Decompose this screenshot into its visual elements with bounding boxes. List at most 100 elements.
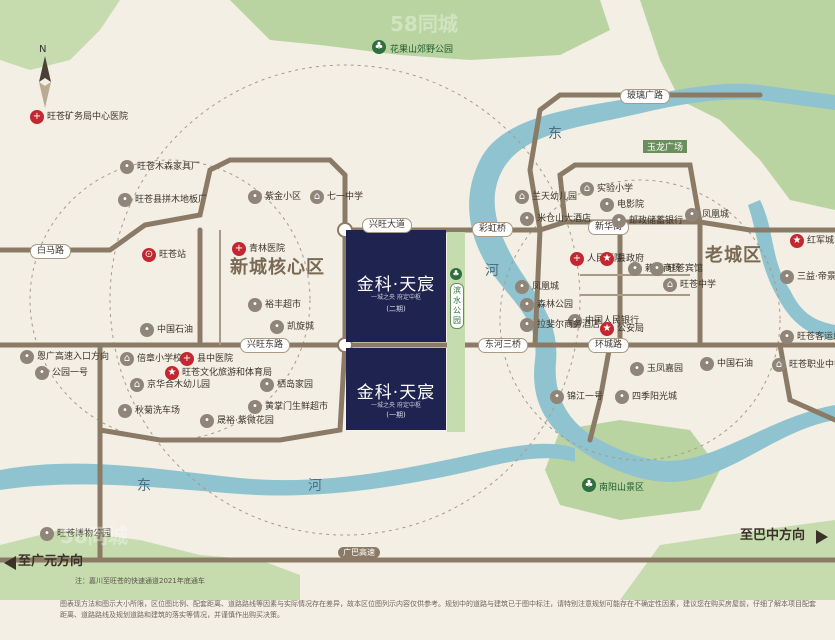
project-slogan-phase1: 一城之央 府定中枢 [371,402,421,409]
compass-north-label: N [39,44,46,55]
poi-label[interactable]: 旺苍客运站 [797,332,835,342]
poi-label[interactable]: 公园一号 [52,368,89,378]
poi-label[interactable]: 中国石油 [717,359,754,369]
place-icon: • [630,362,644,376]
hospital-icon: + [232,242,246,256]
place-icon: • [700,357,714,371]
poi-label[interactable]: 旺苍博物公园 [57,529,112,539]
gov-icon: ★ [600,322,614,336]
school-icon: ⌂ [120,352,134,366]
poi-label[interactable]: 京华合木幼儿园 [147,380,211,390]
place-icon: • [520,298,534,312]
direction-guangyuan: 至广元方向 [18,554,84,569]
poi-label[interactable]: 青林医院 [249,244,286,254]
park-icon: ♣ [582,478,596,492]
river-south-char1: 东 [137,478,151,494]
poi-label[interactable]: 旺苍职业中学 [789,360,835,370]
poi-label[interactable]: 旺苍站 [159,250,187,260]
place-icon: • [515,280,529,294]
watermark: 58同城 [60,524,128,548]
poi-label[interactable]: 实验小学 [597,184,634,194]
road-guangba: 广巴高速 [338,547,380,558]
poi-label[interactable]: 凯旋城 [287,322,315,332]
park-icon: ♣ [372,40,386,54]
poi-label[interactable]: 旺苍宾馆 [667,264,704,274]
road-donghe-3rd-bridge: 东河三桥 [478,338,529,353]
road-cailong-bridge: 彩虹桥 [472,222,514,237]
project-phase2-block[interactable]: 金科·天宸 一城之央 府定中枢 (二期) [346,230,446,342]
park-nanyang[interactable]: 南阳山景区 [599,483,645,493]
school-icon: ⌂ [130,378,144,392]
park-binshui[interactable]: 滨水公园 [450,283,464,329]
place-icon: • [20,350,34,364]
gov-icon: ★ [600,252,614,266]
poi-label[interactable]: 旺苍县拼木地板厂 [135,195,208,205]
project-name-phase1: 金科·天宸 [356,383,436,403]
poi-label[interactable]: 旺苍文化旅游和体育局 [182,368,273,378]
rail-icon: ⊙ [142,248,156,262]
poi-label[interactable]: 旺苍中学 [680,280,717,290]
park-yulong[interactable]: 玉龙广场 [643,140,688,153]
hospital-icon: + [30,110,44,124]
place-icon: • [628,262,642,276]
poi-label[interactable]: 旺苍矿务局中心医院 [47,112,129,122]
arrow-left-icon [4,556,16,570]
project-phase1-block[interactable]: 金科·天宸 一城之央 府定中枢 (一期) [346,348,446,430]
poi-label[interactable]: 凤凰城 [702,210,730,220]
place-icon: • [780,330,794,344]
place-icon: • [568,314,582,328]
poi-label[interactable]: 凤凰城 [532,282,560,292]
district-old-label: 老城区 [705,245,762,266]
place-icon: • [600,198,614,212]
hill-north [230,0,610,60]
poi-label[interactable]: 公安局 [617,324,645,334]
place-icon: • [118,193,132,207]
poi-label[interactable]: 秋菊洗车场 [135,406,181,416]
poi-label[interactable]: 邮政储蓄银行 [629,216,684,226]
poi-label[interactable]: 森林公园 [537,300,574,310]
place-icon: • [520,318,534,332]
poi-label[interactable]: 电影院 [617,200,645,210]
place-icon: • [612,214,626,228]
school-icon: ⌂ [663,278,677,292]
poi-label[interactable]: 倍章小学校 [137,354,183,364]
park-huaguoshan[interactable]: 花果山郊野公园 [390,45,454,55]
river-east-char1: 东 [548,126,562,142]
poi-label[interactable]: 旺苍木森家具厂 [137,162,201,172]
poi-label[interactable]: 红军城 [807,236,835,246]
poi-label[interactable]: 四季阳光城 [632,392,678,402]
poi-label[interactable]: 兰天幼儿园 [532,192,578,202]
poi-label[interactable]: 县中医院 [197,354,234,364]
project-name-phase2: 金科·天宸 [356,275,436,295]
park-icon: ♣ [450,268,462,280]
place-icon: • [140,323,154,337]
poi-label[interactable]: 晟裕·紫微花园 [217,416,274,426]
place-icon: • [270,320,284,334]
poi-label[interactable]: 黄掌门生鲜超市 [265,402,329,412]
poi-label[interactable]: 中国人民银行 [585,316,640,326]
place-icon: • [248,400,262,414]
school-icon: ⌂ [310,190,324,204]
poi-label[interactable]: 米仓山大酒店 [537,214,592,224]
project-phase1-label: (一期) [386,411,406,419]
poi-label[interactable]: 恩广高速入口方向 [37,352,110,362]
place-icon: • [260,378,274,392]
watermark: 58同城 [390,12,458,36]
poi-label[interactable]: 拉斐尔商务酒店 [537,320,601,330]
place-icon: • [615,390,629,404]
river-east-char2: 河 [485,263,499,279]
poi-label[interactable]: 裕丰超市 [265,300,302,310]
poi-label[interactable]: 紫金小区 [265,192,302,202]
poi-label[interactable]: 三益·帝景湾 [797,272,835,282]
south-river [0,443,575,496]
poi-label[interactable]: 栖岛家园 [277,380,314,390]
poi-label[interactable]: 七一中学 [327,192,364,202]
expressway-note: 注：嘉川至旺苍的快速通道2021年底通车 [75,577,205,585]
school-icon: ⌂ [772,358,786,372]
poi-label[interactable]: 玉凤嘉园 [647,364,684,374]
place-icon: • [550,390,564,404]
place-icon: • [35,366,49,380]
poi-label[interactable]: 锦江一号 [567,392,604,402]
poi-label[interactable]: 中国石油 [157,325,194,335]
poi-label[interactable]: 县政府 [617,254,645,264]
